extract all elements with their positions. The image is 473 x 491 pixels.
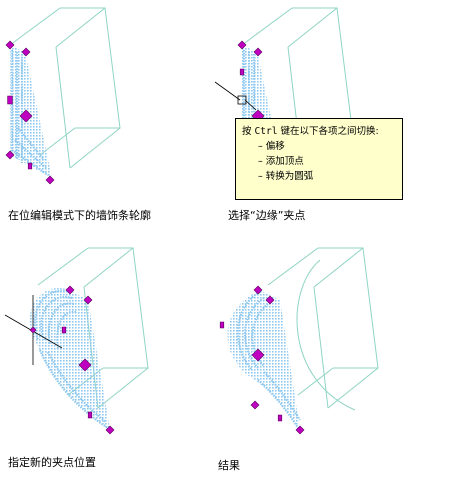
wireframe-drawing-3 — [4, 247, 149, 435]
wireframe-edge — [297, 367, 334, 396]
wireframe-edge — [97, 367, 149, 409]
profile-stripe — [251, 303, 269, 367]
grip-marker — [78, 358, 92, 372]
tooltip-option-add-vertex: – 添加顶点 — [258, 156, 304, 167]
grip-marker — [7, 95, 13, 105]
wireframe-edge — [318, 247, 379, 369]
grip-marker — [219, 321, 225, 329]
wireframe-edge — [88, 247, 149, 369]
wireframe-drawing-1 — [5, 7, 121, 185]
tooltip-key: Ctrl — [254, 126, 278, 137]
tooltip-option-convert-arc: – 转换为圆弧 — [258, 171, 314, 182]
wireframe-edge — [83, 247, 134, 288]
caption-step1: 在位编辑模式下的墙饰条轮廓 — [8, 209, 151, 222]
wireframe-edge — [69, 127, 121, 169]
grip-marker — [265, 295, 275, 305]
wireframe-edge — [313, 247, 364, 288]
grip-marker — [237, 40, 247, 50]
pick-box — [237, 95, 247, 105]
grip-marker — [29, 326, 37, 334]
panel-specify-grip-position — [0, 240, 230, 440]
grip-marker — [83, 295, 93, 305]
grip-marker — [65, 285, 75, 295]
wireframe-edge — [241, 7, 293, 46]
wireframe-edge — [313, 286, 329, 409]
profile-stripe — [244, 297, 265, 369]
grip-marker — [253, 47, 263, 57]
wireframe-edge — [267, 247, 319, 286]
grip-marker — [87, 411, 93, 419]
profile-stripe — [33, 289, 71, 341]
cursor-line — [214, 81, 241, 101]
grip-marker — [253, 285, 263, 295]
cursor-line — [244, 99, 257, 111]
profile-stripe — [56, 310, 77, 351]
grip-marker — [105, 425, 115, 435]
wireframe-edge — [9, 7, 61, 46]
caption-step2: 选择“边缘”夹点 — [228, 209, 306, 222]
grip-marker — [45, 175, 55, 185]
wireframe-arc — [296, 259, 356, 411]
grip-marker — [250, 400, 260, 410]
wireframe-edge — [327, 367, 379, 409]
tooltip-prefix: 按 — [242, 126, 252, 137]
grip-marker — [5, 150, 15, 160]
panel-result — [219, 240, 473, 440]
caption-step4: 结果 — [218, 459, 240, 472]
profile-stripe — [40, 295, 73, 341]
tooltip-option-offset: – 偏移 — [258, 141, 285, 152]
profile-stripe — [263, 371, 301, 421]
wireframe-edge — [55, 7, 106, 48]
tooltip-suffix: 键在以下各项之间切换: — [280, 126, 379, 137]
profile-stripe — [257, 379, 299, 429]
grip-marker — [27, 162, 33, 170]
grip-marker — [251, 348, 265, 362]
wireframe-edge — [60, 7, 121, 129]
profile-stripe — [11, 149, 49, 176]
ctrl-toggle-tooltip: 按 Ctrl 键在以下各项之间切换: – 偏移 – 添加顶点 – 转换为圆弧 — [235, 118, 403, 200]
profile-fill — [10, 45, 52, 178]
wireframe-edge — [287, 7, 338, 48]
wireframe-edge — [55, 46, 71, 169]
profile-stripe — [47, 302, 75, 346]
profile-stripe — [17, 127, 45, 161]
profile-stripe — [236, 291, 261, 371]
profile-stripe — [38, 349, 109, 429]
grip-marker — [5, 40, 15, 50]
grip-marker — [61, 326, 67, 334]
grip-marker — [277, 414, 283, 422]
grip-marker — [21, 47, 31, 57]
wireframe-edge — [37, 247, 89, 286]
profile-fill — [227, 290, 300, 430]
profile-stripe — [47, 351, 107, 423]
grip-marker — [19, 109, 33, 123]
wireframe-drawing-4 — [219, 247, 379, 435]
profile-fill — [29, 288, 110, 430]
panel-edit-in-place — [0, 0, 230, 240]
grip-marker — [239, 68, 245, 76]
grip-marker — [295, 425, 305, 435]
wireframe-edge — [292, 7, 353, 129]
caption-step3: 指定新的夹点位置 — [8, 456, 96, 469]
